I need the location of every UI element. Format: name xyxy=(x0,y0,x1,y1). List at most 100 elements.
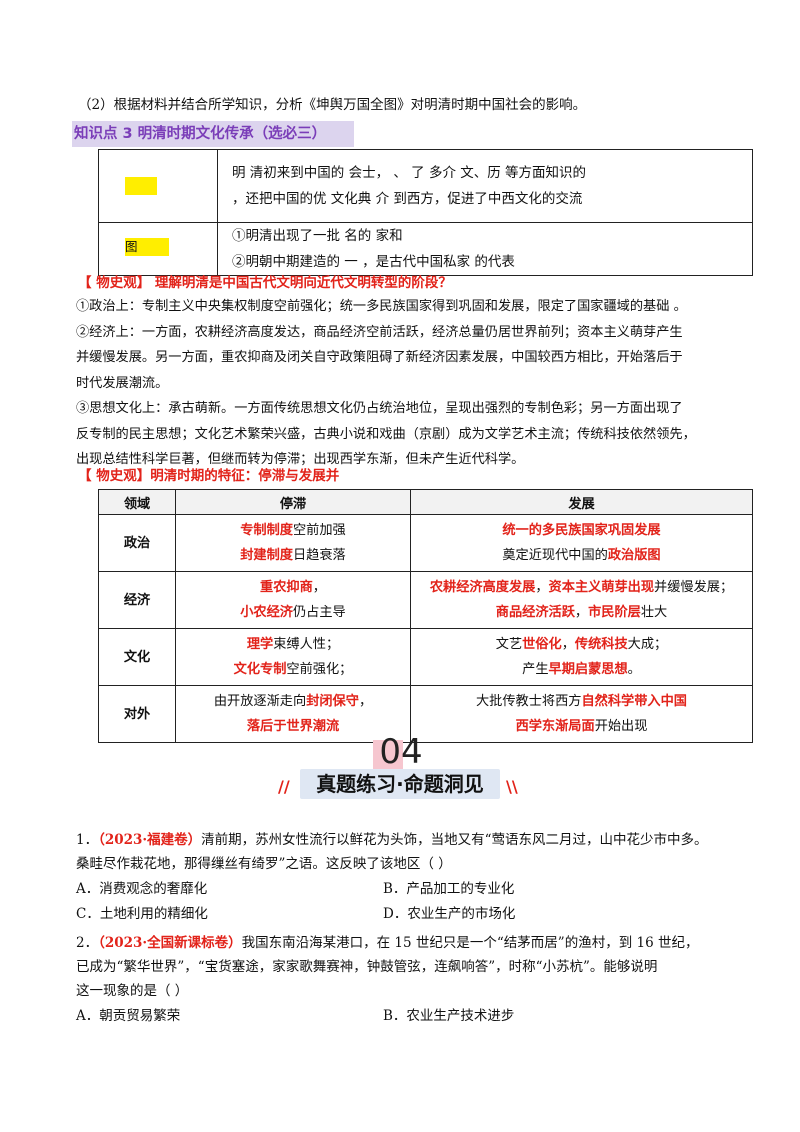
kp-label: 图 xyxy=(125,239,138,254)
cell-line: 西学东渐局面开始出现 xyxy=(415,714,748,739)
keyword-red: 封建制度 xyxy=(240,548,293,563)
keyword-red: 资本主义萌芽出现 xyxy=(548,580,655,595)
cell-line: 商品经济活跃，市民阶层壮大 xyxy=(415,600,748,625)
view-heading-transition: 【 物史观】 理解明清是中国古代文明向近代文明转型的阶段？ xyxy=(78,275,452,291)
view-paragraphs: ①政治上：专制主义中央集权制度空前强化；统一多民族国家得到巩固和发展，限定了国家… xyxy=(76,294,696,473)
question-line: 已成为“繁华世界”，“宝货塞途，家家歌舞赛神，钟鼓管弦，连飙响答”，时称“小苏杭… xyxy=(76,959,658,975)
slash-decoration-left: // xyxy=(278,777,290,796)
knowledge-point-heading: 知识点 3 明清时期文化传承（选必三） xyxy=(72,121,354,147)
cell-text: 并缓慢发展； xyxy=(654,580,734,595)
keyword-red: 传统科技 xyxy=(574,637,628,652)
question-2: 2．（2023·全国新课标卷）我国东南沿海某港口，在 15 世纪只是一个“结茅而… xyxy=(76,931,698,1003)
column-header: 领域 xyxy=(98,489,176,515)
keyword-red: 政治版图 xyxy=(607,548,661,563)
keyword-red: 世俗化 xyxy=(522,637,562,652)
table-row: 政治专制制度空前加强封建制度日趋衰落统一的多民族国家巩固发展奠定近现代中国的政治… xyxy=(98,514,753,572)
keyword-red: 统一的多民族国家巩固发展 xyxy=(502,523,661,538)
keyword-red: 市民阶层 xyxy=(588,605,641,620)
cell-line: 产生早期启蒙思想。 xyxy=(415,657,748,682)
cell-text: 日趋衰落 xyxy=(293,548,346,563)
table-row: 对外由开放逐渐走向封闭保守，落后于世界潮流大批传教士将西方自然科学带入中国西学东… xyxy=(98,685,753,743)
question-text: 清前期，苏州女性流行以鲜花为头饰，当地又有“莺语东风二月过，山中花少市中多。 xyxy=(201,832,708,848)
cell-line: 由开放逐渐走向封闭保守， xyxy=(180,689,406,714)
cell-text: ， xyxy=(312,580,326,595)
cell-line: 文化专制空前强化； xyxy=(180,657,406,682)
column-header: 停滞 xyxy=(175,489,411,515)
cell-text: 大批传教士将西方 xyxy=(476,694,582,709)
keyword-red: 重农抑商 xyxy=(260,580,313,595)
cell-line: 重农抑商， xyxy=(180,575,406,600)
kp-line: ，还把中国的优 文化典 介 到西方，促进了中西文化的交流 xyxy=(232,191,583,207)
domain-cell: 政治 xyxy=(98,514,176,572)
development-cell: 统一的多民族国家巩固发展奠定近现代中国的政治版图 xyxy=(410,514,753,572)
question-line: 1．（2023·福建卷）清前期，苏州女性流行以鲜花为头饰，当地又有“莺语东风二月… xyxy=(76,828,708,852)
question-line: 2．（2023·全国新课标卷）我国东南沿海某港口，在 15 世纪只是一个“结茅而… xyxy=(76,931,698,955)
cell-text: 束缚人性； xyxy=(273,637,340,652)
stagnation-cell: 重农抑商，小农经济仍占主导 xyxy=(175,571,411,629)
cell-line: 小农经济仍占主导 xyxy=(180,600,406,625)
option-b[interactable]: B．产品加工的专业化 xyxy=(383,881,515,897)
slash-decoration-right: \\ xyxy=(506,777,518,796)
option-a[interactable]: A．消费观念的奢靡化 xyxy=(76,881,208,897)
keyword-red: 封闭保守 xyxy=(306,694,359,709)
cell-text: ， xyxy=(574,605,589,620)
question-text: 我国东南沿海某港口，在 15 世纪只是一个“结茅而居”的渔村，到 16 世纪， xyxy=(241,935,699,951)
table-header-row: 领域 停滞 发展 xyxy=(98,489,753,515)
development-cell: 文艺世俗化，传统科技大成；产生早期启蒙思想。 xyxy=(410,628,753,686)
kp-content-cell: 明 清初来到中国的 会士， 、 了 多介 文、历 等方面知识的 ，还把中国的优 … xyxy=(217,149,753,223)
cell-text: 壮大 xyxy=(640,605,668,620)
cell-text: ， xyxy=(535,580,549,595)
cell-text: 。 xyxy=(627,662,641,677)
option-d[interactable]: D．农业生产的市场化 xyxy=(383,906,516,922)
kp-line: ②明朝中期建造的 一 ，是古代中国私家 的代表 xyxy=(232,254,515,270)
keyword-red: 文化专制 xyxy=(233,662,287,677)
cell-text: 由开放逐渐走向 xyxy=(213,694,307,709)
cell-text: 仍占主导 xyxy=(293,605,346,620)
yellow-highlight xyxy=(125,177,157,195)
section-banner: 真题练习·命题洞见 xyxy=(300,769,500,801)
section-title: 真题练习·命题洞见 xyxy=(316,772,484,796)
paragraph-line: 反专制的民主思想；文化艺术繁荣兴盛，古典小说和戏曲（京剧）成为文学艺术主流；传统… xyxy=(76,426,696,442)
cell-line: 文艺世俗化，传统科技大成； xyxy=(415,632,748,657)
banner-bar xyxy=(300,769,500,799)
paragraph-line: ①政治上：专制主义中央集权制度空前强化；统一多民族国家得到巩固和发展，限定了国家… xyxy=(76,299,687,314)
cell-line: 统一的多民族国家巩固发展 xyxy=(415,518,748,543)
keyword-red: 早期启蒙思想 xyxy=(548,662,628,677)
cell-text: 奠定近现代中国的 xyxy=(502,548,608,563)
question-number: 2． xyxy=(76,935,99,951)
option-a[interactable]: A．朝贡贸易繁荣 xyxy=(76,1008,181,1024)
question-1: 1．（2023·福建卷）清前期，苏州女性流行以鲜花为头饰，当地又有“莺语东风二月… xyxy=(76,828,708,876)
kp-label-cell: 图 xyxy=(98,222,218,276)
stagnation-cell: 由开放逐渐走向封闭保守，落后于世界潮流 xyxy=(175,685,411,743)
keyword-red: 西学东渐局面 xyxy=(515,719,595,734)
kp-line: 明 清初来到中国的 会士， 、 了 多介 文、历 等方面知识的 xyxy=(232,165,587,181)
development-cell: 农耕经济高度发展，资本主义萌芽出现并缓慢发展；商品经济活跃，市民阶层壮大 xyxy=(410,571,753,629)
cell-line: 奠定近现代中国的政治版图 xyxy=(415,543,748,568)
section-number: 04 xyxy=(379,732,423,772)
cell-text: 空前加强 xyxy=(293,523,346,538)
keyword-red: 农耕经济高度发展 xyxy=(429,580,536,595)
question-source: （2023·全国新课标卷） xyxy=(98,935,242,951)
yellow-highlight: 图 xyxy=(125,238,169,256)
cell-text: ， xyxy=(561,637,575,652)
keyword-red: 理学 xyxy=(246,637,274,652)
kp-line: ①明清出现了一批 名的 家和 xyxy=(232,228,403,244)
cell-text: ， xyxy=(358,694,373,709)
cell-text: 开始出现 xyxy=(594,719,648,734)
cell-line: 落后于世界潮流 xyxy=(180,714,406,739)
paragraph-line: 出现总结性科学巨著，但继而转为停滞；出现西学东渐，但未产生近代科学。 xyxy=(76,452,525,467)
question-line: 这一现象的是（ ） xyxy=(76,983,189,999)
intro-question: （2）根据材料并结合所学知识，分析《坤舆万国全图》对明清时期中国社会的影响。 xyxy=(78,97,587,113)
cell-line: 理学束缚人性； xyxy=(180,632,406,657)
table-row: 文化理学束缚人性；文化专制空前强化；文艺世俗化，传统科技大成；产生早期启蒙思想。 xyxy=(98,628,753,686)
keyword-red: 专制制度 xyxy=(240,523,293,538)
question-source: （2023·福建卷） xyxy=(98,832,202,848)
knowledge-point-table: 明 清初来到中国的 会士， 、 了 多介 文、历 等方面知识的 ，还把中国的优 … xyxy=(98,149,753,276)
section-number-shade xyxy=(373,740,403,772)
table-row: 明 清初来到中国的 会士， 、 了 多介 文、历 等方面知识的 ，还把中国的优 … xyxy=(98,149,753,223)
option-c[interactable]: C．土地利用的精细化 xyxy=(76,906,208,922)
keyword-red: 小农经济 xyxy=(240,605,293,620)
option-b[interactable]: B．农业生产技术进步 xyxy=(383,1008,515,1024)
cell-text: 文艺 xyxy=(495,637,523,652)
paragraph-line: 并缓慢发展。另一方面，重农抑商及闭关自守政策阻碍了新经济因素发展，中国较西方相比… xyxy=(76,350,683,365)
